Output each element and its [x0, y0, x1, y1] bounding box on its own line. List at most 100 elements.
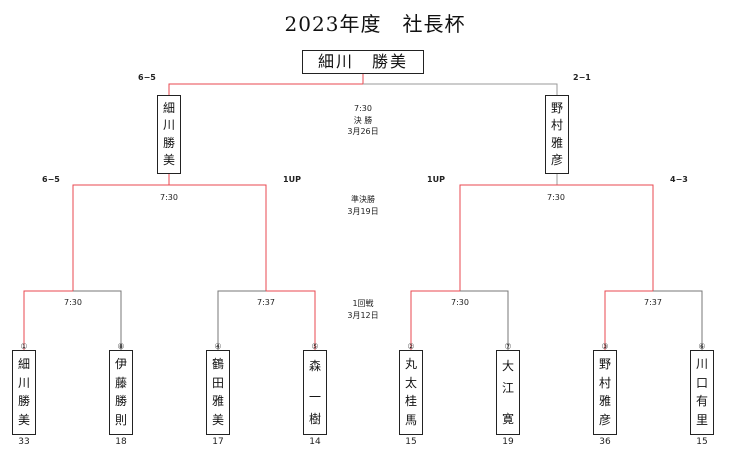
entrant-char: 馬 — [404, 413, 417, 428]
finalist-left: 細 川 勝 美 — [157, 95, 181, 174]
entrant-char: 樹 — [308, 411, 321, 426]
r1-time: 7:37 — [257, 298, 275, 307]
r1-round: 1回戦 — [352, 299, 374, 308]
seed-badge: ① — [20, 342, 28, 351]
entrant-char: 雅 — [598, 394, 611, 409]
final-line-left — [168, 74, 364, 95]
entrant-3: 森 一 樹 — [303, 350, 327, 435]
final-line-right — [363, 83, 558, 95]
final-score-left: 6−5 — [138, 73, 156, 82]
seed-badge: ④ — [214, 342, 222, 351]
finalist-left-char: 勝 — [162, 135, 175, 150]
sf-right-time: 7:30 — [547, 193, 565, 202]
page-title: 2023年度 社長杯 — [284, 12, 466, 36]
final-round: 決 勝 — [353, 116, 373, 125]
final-time: 7:30 — [354, 104, 372, 113]
sf-round: 準決勝 — [351, 195, 375, 204]
sf-left-time: 7:30 — [160, 193, 178, 202]
r1-date: 3月12日 — [347, 311, 379, 320]
seed-badge: ⑤ — [311, 342, 319, 351]
entrant-char: 川 — [17, 375, 30, 390]
entrant-char: 美 — [17, 413, 30, 428]
entrant-char: 伊 — [114, 356, 127, 371]
seed-badge: ⑦ — [504, 342, 512, 351]
sf-left-score-a: 6−5 — [42, 175, 60, 184]
handicap: 19 — [502, 437, 514, 447]
seed-badge: ③ — [601, 342, 609, 351]
sf-left-score-b: 1UP — [283, 175, 301, 184]
entrant-7: 川 口 有 里 — [690, 350, 714, 435]
r1-m2-winner — [266, 290, 316, 350]
entrant-char: 大 — [501, 358, 514, 373]
entrant-char: 雅 — [211, 394, 224, 409]
entrant-char: 彦 — [598, 413, 611, 428]
entrant-char: 勝 — [114, 394, 127, 409]
entrant-char: 森 — [308, 358, 321, 373]
sf-left-b — [169, 184, 267, 291]
entrant-char: 丸 — [404, 356, 417, 371]
r1-time: 7:30 — [64, 298, 82, 307]
finalist-left-char: 美 — [162, 152, 175, 167]
finalist-right: 野 村 雅 彦 — [545, 95, 569, 174]
entrant-1: 伊 藤 勝 則 — [109, 350, 133, 435]
handicap: 18 — [115, 437, 127, 447]
handicap: 15 — [696, 437, 708, 447]
entrant-char: 有 — [695, 394, 708, 409]
r1-m2-loser — [217, 290, 266, 350]
r1-m1-loser — [73, 290, 122, 350]
finalist-left-char: 細 — [162, 101, 175, 116]
handicap: 14 — [309, 437, 321, 447]
sf-right-a — [459, 184, 557, 291]
entrant-2: 鶴 田 雅 美 — [206, 350, 230, 435]
entrant-4: 丸 太 桂 馬 — [399, 350, 423, 435]
r1-m3-winner — [410, 290, 460, 350]
final-score-right: 2−1 — [573, 73, 591, 82]
handicap: 33 — [18, 437, 30, 447]
r1-time: 7:37 — [644, 298, 662, 307]
entrant-char: 藤 — [114, 375, 127, 390]
sf-right-b — [557, 184, 654, 291]
entrant-char: 里 — [695, 413, 708, 428]
entrant-6: 野 村 雅 彦 — [593, 350, 617, 435]
finalist-left-char: 川 — [162, 118, 175, 133]
entrant-char: 細 — [17, 356, 30, 371]
handicap: 15 — [405, 437, 417, 447]
entrant-char: 寛 — [501, 411, 514, 426]
final-date: 3月26日 — [347, 127, 379, 136]
finalist-right-char: 野 — [550, 101, 563, 116]
entrant-char: 口 — [695, 375, 708, 390]
champion-box: 細川 勝美 — [302, 50, 424, 74]
entrant-char: 川 — [695, 356, 708, 371]
finalist-right-char: 村 — [550, 118, 563, 133]
entrant-char: 江 — [501, 380, 514, 395]
handicap: 36 — [599, 437, 611, 447]
r1-time: 7:30 — [451, 298, 469, 307]
entrant-char: 美 — [211, 413, 224, 428]
sf-left-a — [72, 184, 169, 291]
entrant-5: 大 江 寛 — [496, 350, 520, 435]
seed-badge: ⑥ — [698, 342, 706, 351]
entrant-char: 田 — [211, 375, 224, 390]
entrant-char: 一 — [308, 389, 321, 404]
finalist-right-char: 彦 — [550, 152, 563, 167]
entrant-0: 細 川 勝 美 — [12, 350, 36, 435]
entrant-char: 太 — [404, 375, 417, 390]
seed-badge: ② — [407, 342, 415, 351]
sf-date: 3月19日 — [347, 207, 379, 216]
sf-right-score-b: 4−3 — [670, 175, 688, 184]
sf-right-score-a: 1UP — [427, 175, 445, 184]
entrant-char: 桂 — [404, 394, 417, 409]
entrant-char: 野 — [598, 356, 611, 371]
handicap: 17 — [212, 437, 224, 447]
r1-m1-winner — [23, 290, 73, 350]
finalist-right-char: 雅 — [550, 135, 563, 150]
seed-badge: ⑧ — [117, 342, 125, 351]
entrant-char: 村 — [598, 375, 611, 390]
r1-m3-loser — [460, 290, 509, 350]
entrant-char: 則 — [114, 413, 127, 428]
r1-m4-loser — [653, 290, 703, 350]
entrant-char: 鶴 — [211, 356, 224, 371]
entrant-char: 勝 — [17, 394, 30, 409]
r1-m4-winner — [604, 290, 653, 350]
